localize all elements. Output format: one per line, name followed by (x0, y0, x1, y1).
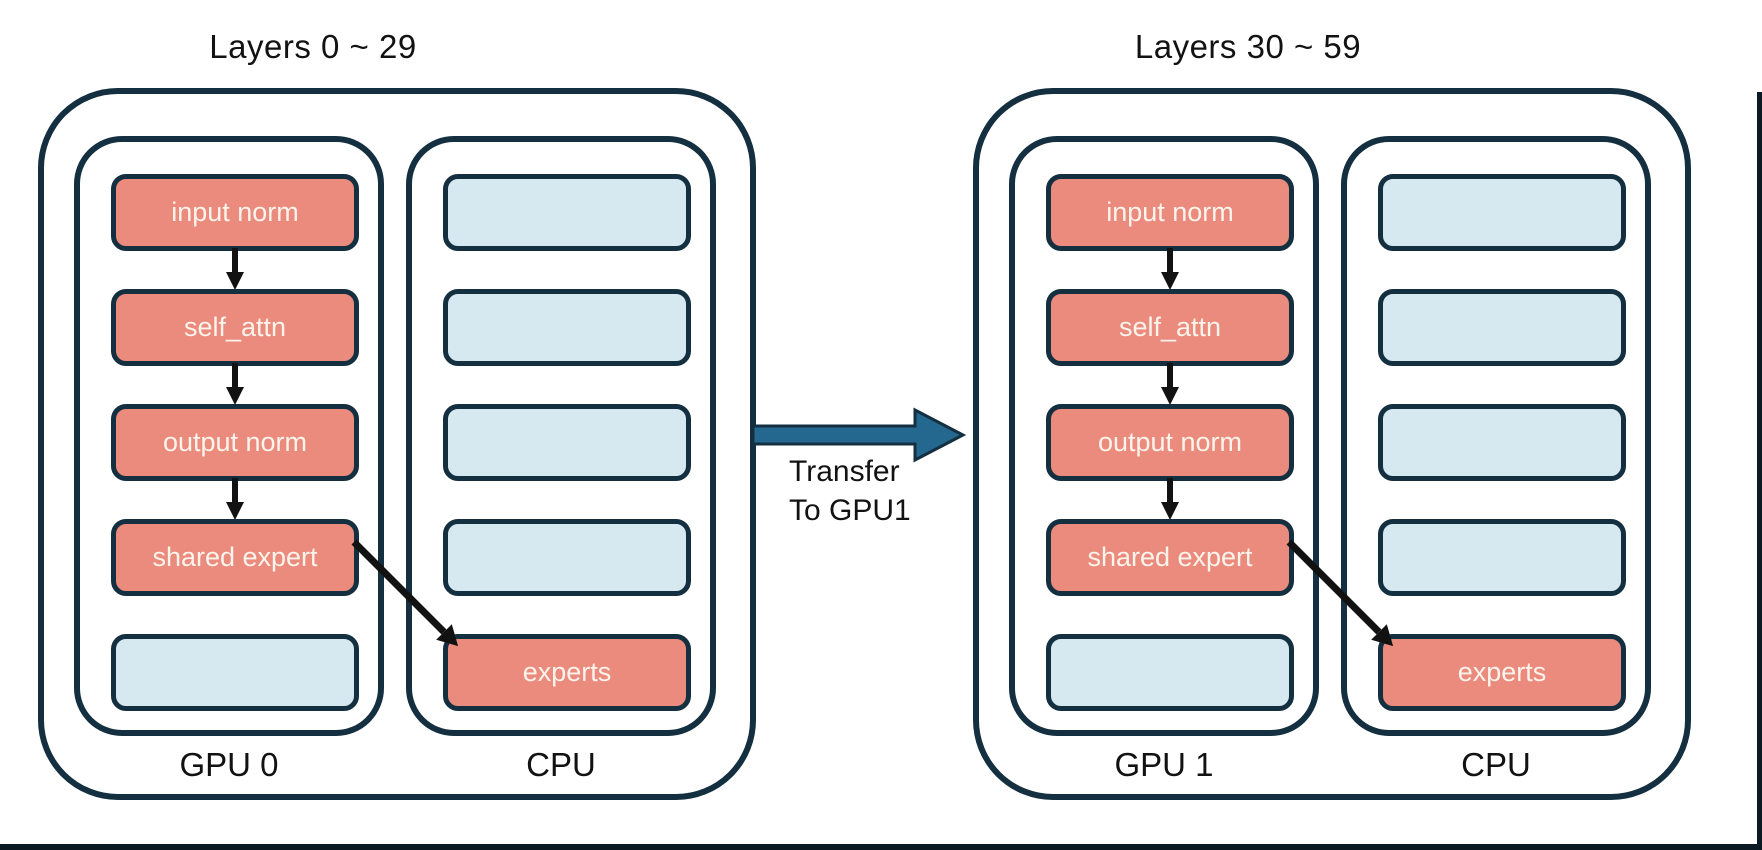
module-label: input norm (171, 197, 299, 227)
module-box-output-norm: output norm (1046, 404, 1294, 481)
empty-slot (443, 174, 691, 251)
empty-slot (443, 404, 691, 481)
module-label: self_attn (183, 312, 287, 342)
module-label: shared expert (1087, 542, 1253, 572)
group-container: input norm self_attn output norm shared … (38, 88, 756, 800)
empty-slot (1378, 404, 1626, 481)
down-arrow-icon (1161, 478, 1179, 520)
cpu-column: experts (1341, 136, 1651, 736)
down-arrow-icon (1161, 363, 1179, 405)
gpu0-label: GPU 0 (179, 746, 279, 783)
cpu-label: CPU (526, 746, 596, 783)
module-box-experts: experts (443, 634, 691, 711)
cpu-column: experts (406, 136, 716, 736)
down-arrow-icon (226, 478, 244, 520)
cpu-label: CPU (1461, 746, 1531, 783)
module-box-shared-expert: shared expert (111, 519, 359, 596)
empty-slot (443, 519, 691, 596)
module-label: output norm (162, 427, 308, 457)
transfer-label-line1: Transfer (789, 455, 900, 488)
module-label: input norm (1106, 197, 1234, 227)
group-title: Layers 30 ~ 59 (1134, 28, 1362, 65)
module-label: shared expert (152, 542, 318, 572)
module-box-output-norm: output norm (111, 404, 359, 481)
module-box-experts: experts (1378, 634, 1626, 711)
gpu1-label: GPU 1 (1114, 746, 1214, 783)
transfer-label: Transfer To GPU1 (789, 452, 959, 530)
module-label: self_attn (1118, 312, 1222, 342)
empty-slot (1046, 634, 1294, 711)
gpu1-column: input norm self_attn output norm shared … (1009, 136, 1319, 736)
screen-right-edge (1757, 92, 1762, 850)
screen-bottom-edge (0, 844, 1762, 850)
layer-group-1: Layers 30 ~ 59 input norm self_attn outp… (973, 28, 1691, 808)
diagonal-offload-arrow-icon (1286, 539, 1394, 647)
group-container: input norm self_attn output norm shared … (973, 88, 1691, 800)
module-box-input-norm: input norm (1046, 174, 1294, 251)
module-box-shared-expert: shared expert (1046, 519, 1294, 596)
gpu0-column: input norm self_attn output norm shared … (74, 136, 384, 736)
empty-slot (1378, 174, 1626, 251)
transfer-label-line2: To GPU1 (789, 494, 911, 527)
module-label: output norm (1097, 427, 1243, 457)
layer-group-0: Layers 0 ~ 29 input norm self_attn outpu… (38, 28, 756, 808)
empty-slot (443, 289, 691, 366)
empty-slot (1378, 289, 1626, 366)
diagonal-offload-arrow-icon (351, 539, 459, 647)
transfer-arrow-icon (753, 407, 967, 463)
down-arrow-icon (226, 363, 244, 405)
module-label: experts (1457, 657, 1547, 687)
module-label: experts (522, 657, 612, 687)
down-arrow-icon (1161, 248, 1179, 290)
down-arrow-icon (226, 248, 244, 290)
module-box-input-norm: input norm (111, 174, 359, 251)
group-title: Layers 0 ~ 29 (209, 28, 417, 65)
module-box-self-attn: self_attn (1046, 289, 1294, 366)
empty-slot (111, 634, 359, 711)
empty-slot (1378, 519, 1626, 596)
module-box-self-attn: self_attn (111, 289, 359, 366)
